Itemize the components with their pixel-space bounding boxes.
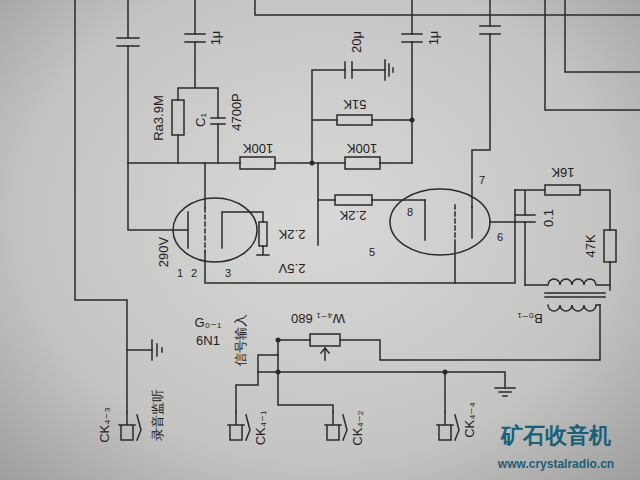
ground-symbol [385, 60, 393, 80]
tube-grid [454, 205, 456, 240]
ground-symbol [257, 246, 269, 255]
part-label: CK₄₋₁ [254, 411, 267, 446]
capacitor-symbol [515, 215, 535, 222]
pin-number: 2 [191, 268, 197, 279]
part-label: B₀₋₁ [517, 312, 542, 325]
part-label: G₀₋₁ [195, 316, 222, 329]
wire [128, 162, 412, 164]
capacitor-symbol [117, 38, 139, 46]
capacitor-symbol [185, 34, 205, 42]
transformer-coil [548, 305, 600, 311]
transformer-coil [525, 279, 610, 285]
value-label: 4700P [230, 93, 243, 131]
value-label: 47K [584, 234, 597, 257]
junction-dot [276, 370, 281, 375]
value-label: 1μ [427, 31, 440, 46]
pin-number: 7 [479, 175, 485, 186]
part-label: CK₄₋₂ [351, 410, 364, 445]
tube-plate [471, 207, 473, 238]
wire [75, 0, 127, 412]
junction-dot [443, 370, 448, 375]
wire [278, 340, 333, 412]
resistor-symbol [604, 230, 616, 262]
resistor-symbol [335, 195, 372, 205]
watermark: 矿石收音机 [501, 425, 611, 447]
wire [204, 163, 206, 208]
wire [128, 0, 188, 230]
value-label: 2.2K [340, 209, 367, 222]
wire [255, 0, 640, 15]
junction-dot [310, 161, 315, 166]
ground-symbol [152, 340, 162, 360]
value-label: 16K [551, 166, 574, 179]
capacitor-symbol [345, 62, 352, 78]
pin-number: 1 [177, 268, 183, 279]
wire [472, 0, 490, 207]
pin-number: 3 [225, 268, 231, 279]
wire [515, 190, 610, 290]
value-label: 2.5V [279, 262, 306, 275]
tube-grid [204, 208, 206, 252]
capacitor-symbol [480, 26, 500, 34]
wire [127, 349, 152, 351]
transformer-core [545, 293, 605, 297]
pin-number: 5 [369, 247, 375, 258]
pin-number: 6 [497, 232, 503, 243]
jack-symbol [325, 412, 347, 440]
tube-envelope [390, 189, 490, 255]
wire [258, 372, 505, 388]
wire [318, 163, 455, 283]
value-label: 0.1 [542, 209, 555, 227]
watermark: www.crystalradio.cn [498, 458, 614, 470]
wire [545, 0, 640, 110]
wire [411, 0, 413, 163]
junction-dot [410, 118, 415, 123]
wire [490, 221, 515, 223]
resistor-symbol [259, 222, 267, 246]
ground-symbol [495, 388, 515, 396]
wire [205, 190, 515, 283]
junction-dot [276, 338, 281, 343]
value-label: 20μ [350, 31, 363, 53]
value-label: 51K [343, 98, 366, 111]
potentiometer-symbol [310, 334, 340, 346]
resistor-symbol [345, 157, 380, 169]
value-label: 290V [157, 237, 170, 267]
value-label: 100K [243, 142, 273, 155]
potentiometer-wiper [321, 348, 329, 360]
signal-label: 录音监听 [151, 389, 164, 441]
jack-symbol [437, 412, 459, 440]
resistor-symbol [545, 185, 580, 195]
resistor-symbol [337, 115, 372, 125]
part-label: CK₄₋₄ [463, 402, 476, 438]
jack-symbol [119, 412, 141, 440]
part-label: 6N1 [196, 334, 220, 347]
tube-cathode [222, 212, 263, 248]
pin-number: 8 [407, 207, 413, 218]
value-label: 2.2K [279, 228, 306, 241]
wire [278, 305, 600, 360]
capacitor-symbol [211, 118, 225, 124]
resistor-symbol [240, 157, 275, 169]
signal-label: 信号输入 [234, 314, 247, 366]
resistor-symbol [172, 100, 184, 135]
part-label: W₄₋₁ 680 [291, 312, 345, 325]
value-label: 1μ [209, 31, 222, 46]
tube-cathode [424, 200, 426, 240]
part-label: Ra3.9M [152, 95, 165, 141]
wire [178, 0, 218, 163]
tube-plate [187, 212, 189, 248]
wire [444, 372, 446, 412]
capacitor-symbol [402, 34, 422, 42]
tube-envelope [173, 198, 257, 262]
wire [312, 70, 412, 163]
part-label: C₁ [194, 113, 207, 127]
value-label: 100K [347, 142, 377, 155]
jack-symbol [228, 412, 250, 440]
part-label: CK₄₋₃ [98, 407, 111, 443]
